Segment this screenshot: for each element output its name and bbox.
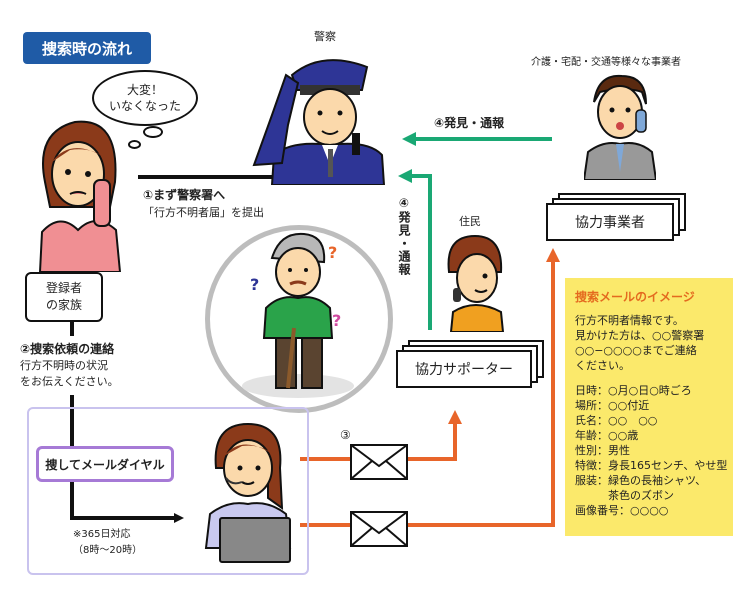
mail-field: 服装：緑色の長袖シャツ、 [575, 474, 707, 487]
mail-intro-line: 見かけた方は、○○警察署 [575, 329, 705, 342]
speech-bubble: 大変！ いなくなった [92, 70, 198, 126]
businesses-label: 介護・宅配・交通等様々な事業者 [531, 57, 681, 68]
cooperating-supporters-label: 協力サポーター [396, 350, 532, 388]
mail-field: 氏名：○○ ○○ [575, 414, 658, 427]
police-officer-illustration [252, 59, 386, 185]
step2-title: ②捜索依頼の連絡 [20, 342, 115, 356]
step4-horizontal-label: ④発見・通報 [434, 116, 505, 130]
mail-field: 年齢：○○歳 [575, 429, 639, 442]
cooperating-supporters-box: 協力サポーター [396, 340, 546, 388]
mail-example-heading: 捜索メールのイメージ [575, 290, 695, 304]
resident-label: 住民 [459, 215, 481, 228]
mail-field: 茶色のズボン [575, 489, 674, 502]
step1-title: ①まず警察署へ [143, 188, 226, 202]
mail-field: 日時：○月○日○時ごろ [575, 384, 692, 397]
thought-dot [128, 140, 141, 149]
mail-field: 性別：男性 [575, 444, 630, 457]
step3-label: ③ [340, 428, 351, 442]
police-label: 警察 [314, 30, 336, 43]
mail-field: 特徴：身長165センチ、やせ型 [575, 459, 728, 472]
mail-field: 場所：○○付近 [575, 399, 650, 412]
mail-dial-panel [27, 407, 309, 575]
dial-hours-note-1: ※365日対応 [73, 529, 131, 540]
thought-dot [143, 126, 163, 138]
speech-line-1: 大変！ [126, 83, 163, 97]
family-box-line-1: 登録者 [45, 281, 82, 295]
svg-text:?: ? [328, 243, 337, 262]
operator-illustration [204, 422, 292, 563]
mail-intro-line: ○○−○○○○までご連絡 [575, 344, 697, 357]
resident-phone-illustration [447, 234, 505, 332]
envelope-icon [350, 444, 408, 480]
step1-detail: 「行方不明者届」を提出 [143, 206, 264, 219]
elderly-man-illustration: ? ? ? [242, 232, 354, 398]
businessman-phone-illustration [584, 74, 656, 180]
search-mail-example-panel: 捜索メールのイメージ 行方不明者情報です。 見かけた方は、○○警察署 ○○−○○… [565, 278, 733, 536]
cooperating-businesses-box: 協力事業者 [546, 193, 686, 241]
mail-dial-label: 捜してメールダイヤル [36, 446, 174, 482]
mail-field: 画像番号：○○○○ [575, 504, 669, 517]
mail-intro-line: 行方不明者情報です。 [575, 314, 684, 327]
envelope-icon [350, 511, 408, 547]
family-box-line-2: の家族 [45, 298, 82, 312]
mail-intro: 行方不明者情報です。 見かけた方は、○○警察署 ○○−○○○○までご連絡 くださ… [575, 313, 733, 518]
mail-intro-line: ください。 [575, 359, 630, 372]
worried-woman-illustration [38, 120, 122, 272]
svg-text:?: ? [332, 311, 341, 330]
step4-vertical-label: ④発見・通報 [397, 196, 411, 276]
registered-family-box: 登録者 の家族 [25, 272, 103, 322]
step2-detail-2: をお伝えください。 [20, 375, 119, 388]
dial-hours-note-2: （8時～20時） [73, 545, 143, 556]
step2-detail-1: 行方不明時の状況 [20, 359, 108, 372]
cooperating-businesses-label: 協力事業者 [546, 203, 674, 241]
speech-line-2: いなくなった [108, 99, 181, 113]
svg-text:?: ? [250, 275, 259, 294]
page-title: 捜索時の流れ [23, 32, 151, 64]
